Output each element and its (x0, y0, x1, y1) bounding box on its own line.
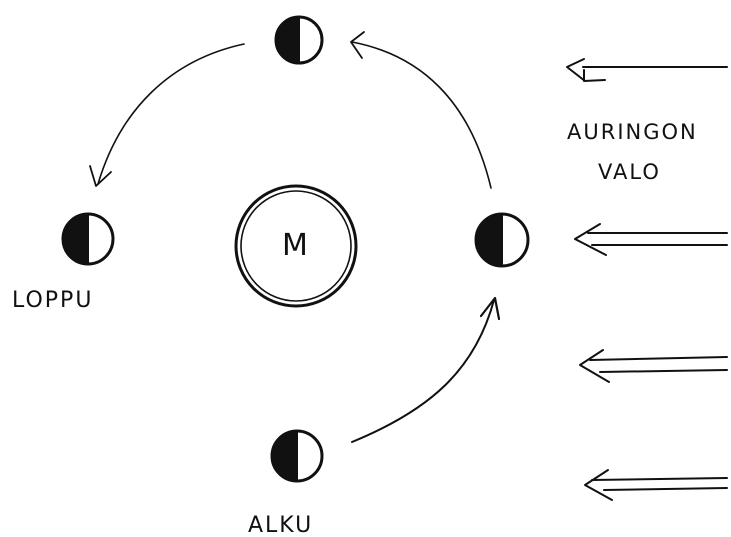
planet-label: M (282, 228, 310, 263)
sunlight-arrow-1 (566, 58, 728, 82)
end-label: LOPPU (12, 288, 93, 313)
moon-bottom (270, 429, 324, 483)
sunlight-arrow-2 (574, 223, 728, 256)
moon-top (274, 15, 324, 65)
sunlight-arrow-3 (579, 349, 728, 383)
sunlight-label-line2: VALO (598, 160, 661, 184)
sunlight-label-line1: AURINGON (567, 120, 698, 144)
moon-left (61, 212, 115, 266)
orbit-arrow-bottom-to-right (351, 296, 501, 443)
start-label: ALKU (248, 513, 313, 537)
central-planet: M (234, 184, 358, 308)
moon-right (474, 212, 530, 268)
orbit-arrow-top-to-left (89, 43, 245, 187)
sunlight-arrow-4 (584, 469, 728, 501)
orbit-arrow-right-to-top (350, 31, 492, 189)
